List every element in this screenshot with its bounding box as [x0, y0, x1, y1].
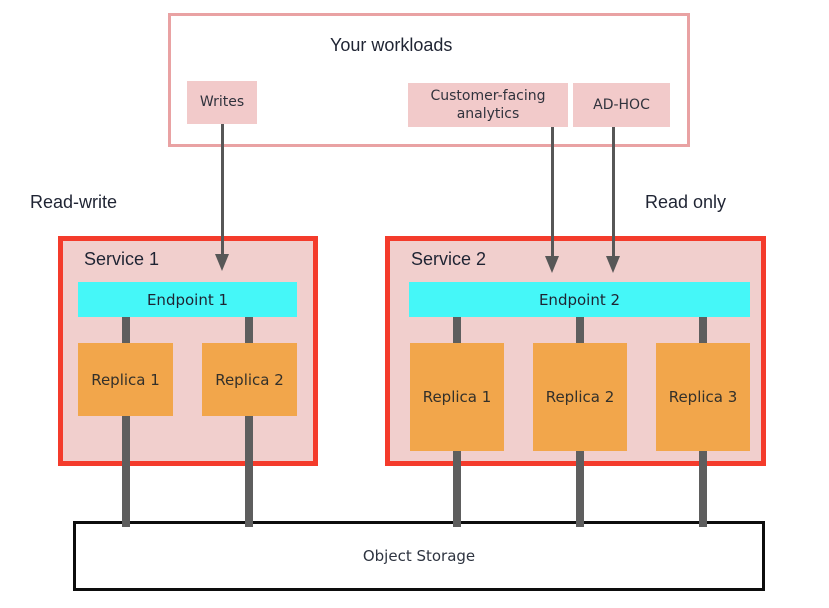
arrow-line — [550, 127, 554, 257]
service-1-box: Service 1 Endpoint 1 Replica 1 Replica 2 — [58, 236, 318, 466]
connector-s2-replica-2-storage — [576, 451, 584, 527]
arrowhead-down-icon — [545, 256, 559, 273]
arrow-line — [611, 127, 615, 257]
connector-s2-replica-3-storage — [699, 451, 707, 527]
arrowhead-down-icon — [606, 256, 620, 273]
service-1-replica-2: Replica 2 — [202, 343, 297, 416]
workload-adhoc: AD-HOC — [573, 83, 670, 127]
service-2-replica-1: Replica 1 — [410, 343, 504, 451]
connector-endpoint-2-replica-3 — [699, 317, 707, 343]
service-2-replica-3: Replica 3 — [656, 343, 750, 451]
object-storage-box: Object Storage — [73, 521, 765, 591]
connector-endpoint-2-replica-1 — [453, 317, 461, 343]
workload-customer-facing-analytics: Customer-facing analytics — [408, 83, 568, 127]
service-2-title: Service 2 — [411, 249, 487, 269]
workloads-title: Your workloads — [330, 35, 453, 55]
connector-s1-replica-2-storage — [245, 416, 253, 527]
connector-endpoint-1-replica-2 — [245, 317, 253, 343]
connector-s1-replica-1-storage — [122, 416, 130, 527]
connector-endpoint-1-replica-1 — [122, 317, 130, 343]
object-storage-label: Object Storage — [362, 547, 476, 565]
connector-s2-replica-1-storage — [453, 451, 461, 527]
connector-endpoint-2-replica-2 — [576, 317, 584, 343]
label-read-only: Read only — [645, 192, 727, 212]
endpoint-1: Endpoint 1 — [78, 282, 297, 317]
endpoint-2: Endpoint 2 — [409, 282, 750, 317]
workload-writes: Writes — [187, 81, 257, 124]
service-1-replica-1: Replica 1 — [78, 343, 173, 416]
workloads-box: Your workloads Writes Customer-facing an… — [168, 13, 690, 147]
label-read-write: Read-write — [30, 192, 118, 212]
service-1-title: Service 1 — [84, 249, 160, 269]
service-2-box: Service 2 Endpoint 2 Replica 1 Replica 2… — [385, 236, 766, 466]
service-2-replica-2: Replica 2 — [533, 343, 627, 451]
arrowhead-down-icon — [215, 254, 229, 271]
arrow-line — [220, 124, 224, 255]
